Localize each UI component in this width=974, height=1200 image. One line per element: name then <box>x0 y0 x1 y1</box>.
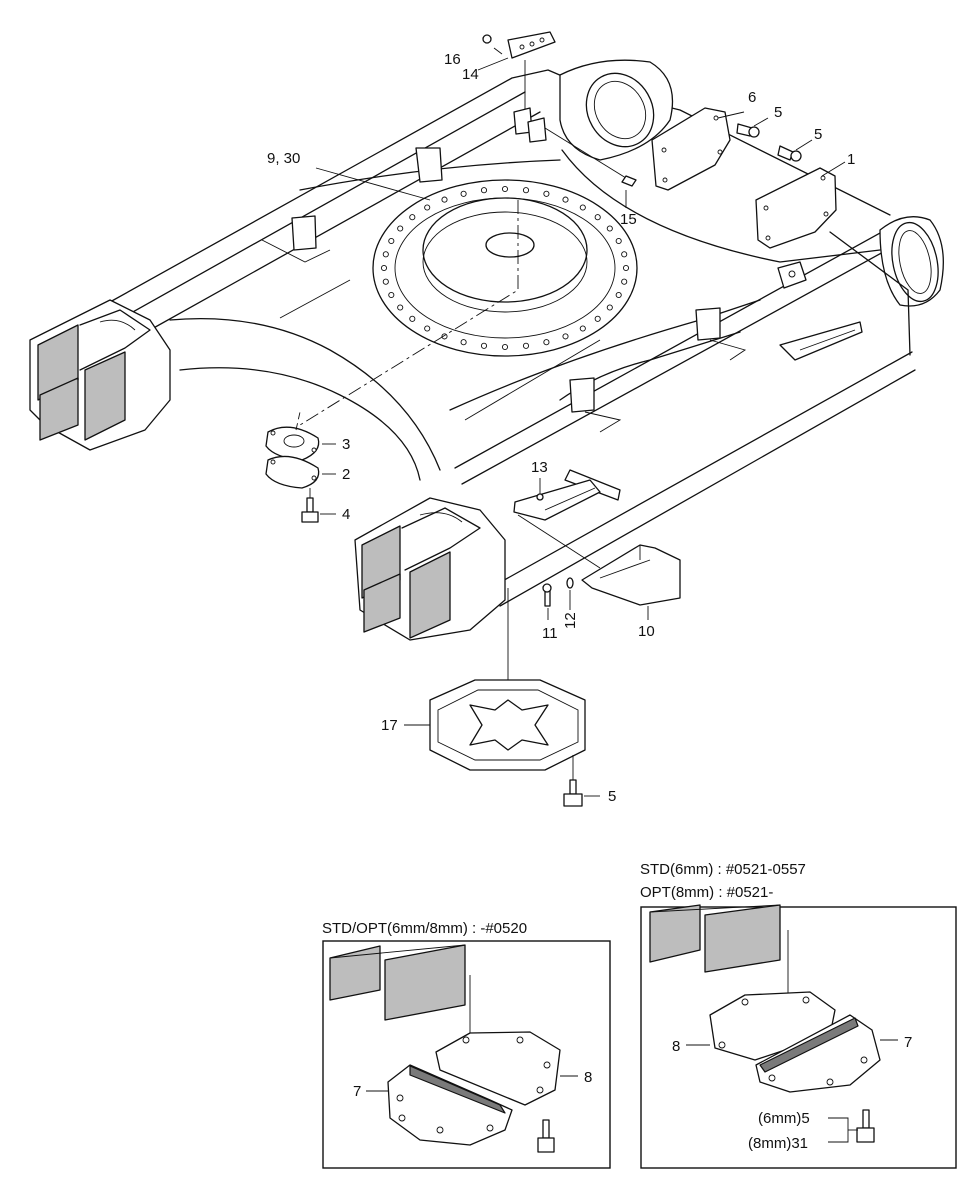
ring-bolt-hole <box>397 304 404 311</box>
ring-bolt-hole <box>501 185 509 193</box>
inset-left: STD/OPT(6mm/8mm) : -#0520 7 8 <box>322 920 611 1169</box>
part-1-cover-plate <box>755 167 837 249</box>
inset-right-caption-line2: OPT(8mm) : #0521- <box>640 884 773 901</box>
part-mounting-brackets <box>513 107 547 143</box>
ring-bolt-hole <box>388 237 395 245</box>
inset-right: STD(6mm) : #0521-0557 OPT(8mm) : #0521- … <box>640 861 957 1169</box>
frame-lug <box>777 261 807 289</box>
ring-bolt-hole <box>397 225 404 232</box>
callout-6: 6 <box>748 89 756 106</box>
ring-bolt-hole <box>522 342 530 349</box>
callout-12: 12 <box>562 612 579 629</box>
inset-right-plate-7 <box>755 1014 881 1093</box>
ring-bolt-hole <box>594 315 601 322</box>
ring-bolt-hole <box>409 315 416 322</box>
callout-9-30: 9, 30 <box>267 150 300 167</box>
inset-left-label-8: 8 <box>584 1069 592 1086</box>
part-16-bolt <box>482 34 492 44</box>
part-3-shim-plate <box>265 426 320 461</box>
part-5-bolt-c <box>563 779 583 807</box>
callout-4: 4 <box>342 506 350 523</box>
part-6-cover-plate <box>651 107 731 191</box>
ring-bolt-hole <box>594 214 601 221</box>
ring-bolt-hole <box>562 333 569 340</box>
ring-bolt-hole <box>579 325 586 332</box>
part-15-bolt <box>621 175 637 187</box>
ring-bolt-hole <box>621 251 628 258</box>
ring-bolt-hole <box>622 264 630 272</box>
ring-bolt-hole <box>615 237 622 245</box>
ring-bolt-hole <box>388 291 395 299</box>
ring-bolt-hole <box>562 196 569 203</box>
swing-ring-bolt-holes <box>380 185 630 351</box>
ring-bolt-hole <box>441 196 448 203</box>
ring-bolt-hole <box>382 278 389 285</box>
ring-bolt-hole <box>380 264 388 272</box>
part-14-plate <box>507 31 556 59</box>
inset-left-label-7: 7 <box>353 1083 361 1100</box>
callout-14: 14 <box>462 66 479 83</box>
callout-3: 3 <box>342 436 350 453</box>
part-12-washer <box>566 577 574 589</box>
ring-bolt-hole <box>606 225 613 232</box>
callout-1: 1 <box>847 151 855 168</box>
inset-right-caption-line1: STD(6mm) : #0521-0557 <box>640 861 806 878</box>
inset-left-bolt <box>542 1119 550 1139</box>
callout-2: 2 <box>342 466 350 483</box>
track-frame-assembly <box>29 59 944 641</box>
inset-left-plate-8 <box>435 1031 561 1106</box>
ring-bolt-hole <box>424 325 431 332</box>
ring-bolt-hole <box>606 304 613 311</box>
callout-5-top-left: 5 <box>774 104 782 121</box>
ring-bolt-hole <box>621 278 628 285</box>
part-5-bolt-a <box>736 123 760 138</box>
ring-bolt-hole <box>501 343 509 351</box>
inset-right-bolt <box>862 1109 870 1129</box>
ring-bolt-hole <box>543 190 550 197</box>
ring-bolt-hole <box>480 187 488 194</box>
ring-bolt-hole <box>409 214 416 221</box>
callout-13: 13 <box>531 459 548 476</box>
part-5-bolt-b <box>777 145 802 162</box>
ring-bolt-hole <box>460 190 467 197</box>
part-17-under-cover <box>429 679 586 771</box>
inset-right-label-31: (8mm)31 <box>748 1135 808 1152</box>
part-11-bolt <box>542 583 552 607</box>
inset-left-plate-7 <box>387 1064 513 1146</box>
part-10-step <box>581 544 681 606</box>
inset-left-caption: STD/OPT(6mm/8mm) : -#0520 <box>322 920 527 937</box>
callout-16: 16 <box>444 51 461 68</box>
ring-bolt-hole <box>579 204 586 211</box>
part-13-step-bracket <box>513 479 601 521</box>
inset-right-frame <box>640 906 957 1169</box>
ring-bolt-hole <box>460 339 467 346</box>
callout-10: 10 <box>638 623 655 640</box>
ring-bolt-hole <box>522 187 530 194</box>
callout-5-bottom: 5 <box>608 788 616 805</box>
inset-right-label-5: (6mm)5 <box>758 1110 810 1127</box>
inset-left-frame <box>322 940 611 1169</box>
callout-17: 17 <box>381 717 398 734</box>
callout-5-top-right: 5 <box>814 126 822 143</box>
ring-bolt-hole <box>382 251 389 258</box>
callout-15: 15 <box>620 211 637 228</box>
callout-leader-lines <box>315 47 846 797</box>
callout-11: 11 <box>542 625 558 642</box>
part-4-bolt <box>301 497 319 523</box>
inset-right-label-7: 7 <box>904 1034 912 1051</box>
ring-bolt-hole <box>480 342 488 349</box>
ring-bolt-hole <box>615 291 622 299</box>
ring-bolt-hole <box>543 339 550 346</box>
inset-right-label-8: 8 <box>672 1038 680 1055</box>
part-2-shim-plate <box>265 455 320 489</box>
ring-bolt-hole <box>424 204 431 211</box>
